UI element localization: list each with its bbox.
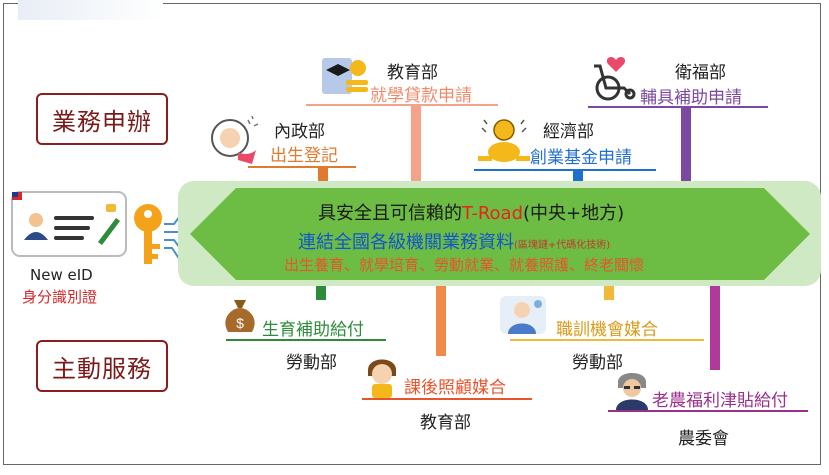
underline-student-loan (306, 104, 498, 106)
underline-after-school-care (362, 398, 532, 400)
connector-mohw (681, 106, 691, 182)
wheelchair-icon (590, 52, 640, 102)
graduation-loan-icon (320, 54, 370, 98)
worker-icon (500, 294, 548, 336)
banner-line3: 出生養育、就學培育、勞動就業、就養照護、終老關懷 (284, 256, 645, 274)
agency-mohw: 衛福部 (675, 63, 726, 83)
banner-line2: 連結全國各級機關業務資料(區塊鏈+代碼化技術) (298, 232, 611, 253)
connector-mol-1 (316, 286, 326, 300)
service-birth-subsidy: 生育補助給付 (262, 320, 364, 340)
agency-coa: 農委會 (678, 429, 729, 449)
eid-label: New eID (30, 266, 93, 284)
connector-coa (710, 286, 720, 370)
underline-elderly-farmer-allowance (608, 410, 808, 412)
service-elderly-farmer-allowance: 老農福利津貼給付 (652, 391, 788, 411)
underline-birth-registration (248, 166, 356, 168)
agency-mol-1: 勞動部 (286, 353, 337, 373)
underline-assistive-device (588, 106, 768, 108)
service-after-school-care: 課後照顧媒合 (404, 378, 506, 398)
agency-mol-2: 勞動部 (572, 353, 623, 373)
t-road-arrow (190, 188, 810, 280)
connector-moe-bottom (436, 286, 446, 356)
agency-moe-top: 教育部 (387, 63, 438, 83)
elder-icon (610, 370, 654, 410)
top-left-tab (18, 0, 163, 20)
child-icon (362, 352, 402, 398)
eid-sublabel: 身分識別證 (22, 288, 98, 306)
business-application-box: 業務申辦 (36, 93, 168, 145)
service-job-training: 職訓機會媒合 (556, 320, 658, 340)
underline-job-training (510, 339, 704, 341)
mother-baby-icon (208, 112, 264, 168)
underline-birth-subsidy (226, 339, 386, 341)
svg-text:$: $ (236, 315, 244, 331)
connector-mol-2 (604, 286, 614, 300)
connector-moe-top (411, 104, 421, 182)
connector-moea (573, 170, 583, 182)
agency-moi: 內政部 (274, 122, 325, 142)
money-bag-icon: $ (220, 296, 260, 336)
service-student-loan: 就學貸款申請 (370, 86, 472, 106)
banner-line1: 具安全且可信賴的T-Road(中央+地方) (318, 203, 625, 224)
service-birth-registration: 出生登記 (270, 146, 338, 166)
eid-card-icon (10, 190, 128, 258)
agency-moe-bottom: 教育部 (420, 413, 471, 433)
t-road-highlight: T-Road (462, 203, 524, 224)
underline-startup-fund (474, 169, 656, 171)
service-assistive-device: 輔具補助申請 (640, 88, 742, 108)
proactive-service-box: 主動服務 (36, 340, 168, 392)
agency-moea: 經濟部 (543, 122, 594, 142)
piggy-bank-icon (476, 118, 532, 168)
connector-moi (318, 166, 328, 182)
service-startup-fund: 創業基金申請 (530, 148, 632, 168)
